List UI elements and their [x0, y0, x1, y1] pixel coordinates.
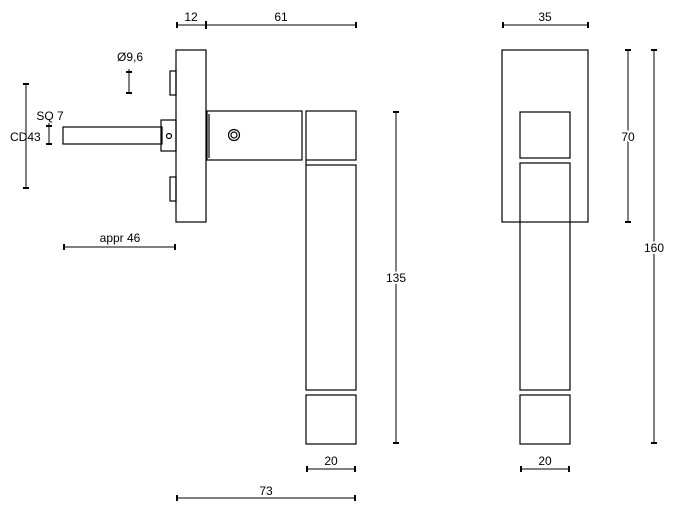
label-spindle-diameter: Ø9,6: [117, 50, 143, 64]
label-total-height: 160: [644, 241, 664, 255]
front-view: [501, 49, 589, 445]
label-handle-width-front: 20: [538, 454, 552, 468]
rose-tab-top: [169, 70, 177, 96]
label-spindle-length: appr 46: [100, 231, 141, 245]
dimension-lines: [23, 21, 657, 501]
label-rose-height: 70: [621, 130, 635, 144]
handle-grip-side: [305, 164, 357, 391]
label-spindle-square: SQ 7: [36, 109, 64, 123]
spindle: [62, 126, 163, 145]
handle-end-side: [305, 394, 357, 445]
spindle-collar: [160, 119, 177, 152]
side-view: [62, 49, 357, 445]
label-handle-length: 135: [386, 271, 406, 285]
label-projection: 61: [274, 10, 288, 24]
rose-plate-front: [501, 49, 589, 223]
label-handle-width-side: 20: [324, 454, 338, 468]
rose-plate-side: [175, 49, 207, 223]
label-rose-thickness: 12: [184, 10, 198, 24]
rose-tab-bottom: [169, 176, 177, 202]
grub-screw-inner: [230, 131, 238, 139]
label-total-depth: 73: [259, 484, 273, 498]
handle-neck: [206, 110, 303, 161]
handle-head-side: [305, 110, 357, 161]
label-rose-width: 35: [538, 10, 552, 24]
handle-end-front: [519, 394, 571, 445]
label-center-distance: CD43: [10, 130, 41, 144]
handle-head-front: [519, 111, 571, 159]
handle-grip-front: [519, 162, 571, 391]
dimension-labels: 12 61 Ø9,6 SQ 7 CD43 appr 46 135 20 73 3…: [10, 10, 666, 498]
grub-screw-icon: [227, 128, 241, 142]
collar-hole: [165, 132, 173, 140]
